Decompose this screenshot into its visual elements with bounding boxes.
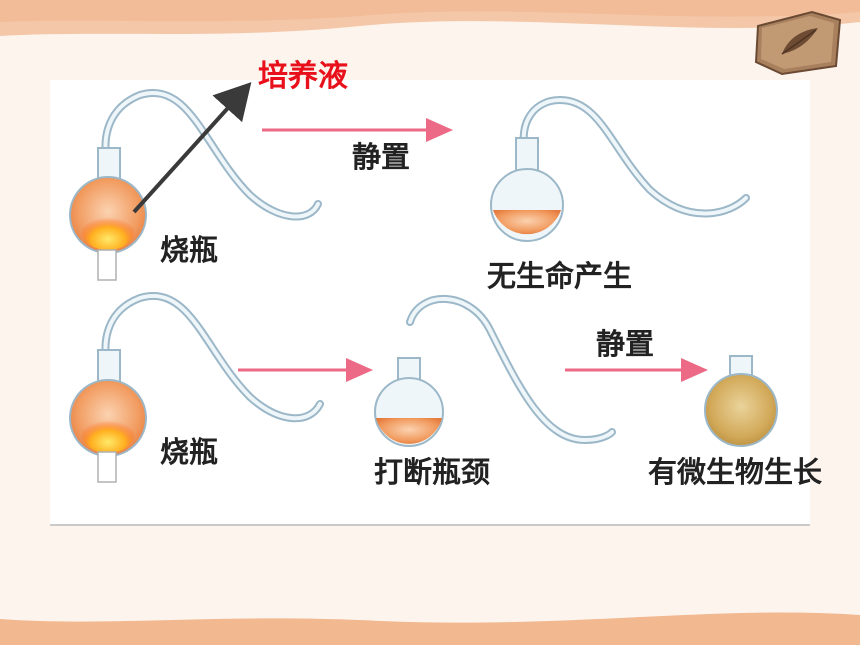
label-culture-medium: 培养液 — [258, 59, 348, 94]
label-flask-bottom: 烧瓶 — [160, 435, 219, 469]
flask-heated-bottom — [69, 292, 324, 483]
flask-microbes — [704, 355, 778, 447]
label-break-neck: 打断瓶颈 — [374, 455, 491, 489]
pointer-arrow — [132, 82, 252, 214]
flask-standing-top — [490, 95, 750, 242]
flask-heated-top — [69, 89, 322, 281]
flask-broken-neck — [374, 295, 616, 447]
label-no-life: 无生命产生 — [487, 259, 633, 293]
bottom-decorative-band — [0, 612, 860, 645]
label-flask-top: 烧瓶 — [160, 233, 219, 267]
label-stand-top: 静置 — [352, 140, 411, 174]
top-decorative-band — [0, 0, 860, 36]
label-stand-bottom: 静置 — [596, 327, 655, 361]
fossil-image — [754, 10, 842, 76]
label-microbes-grow: 有微生物生长 — [648, 455, 823, 489]
